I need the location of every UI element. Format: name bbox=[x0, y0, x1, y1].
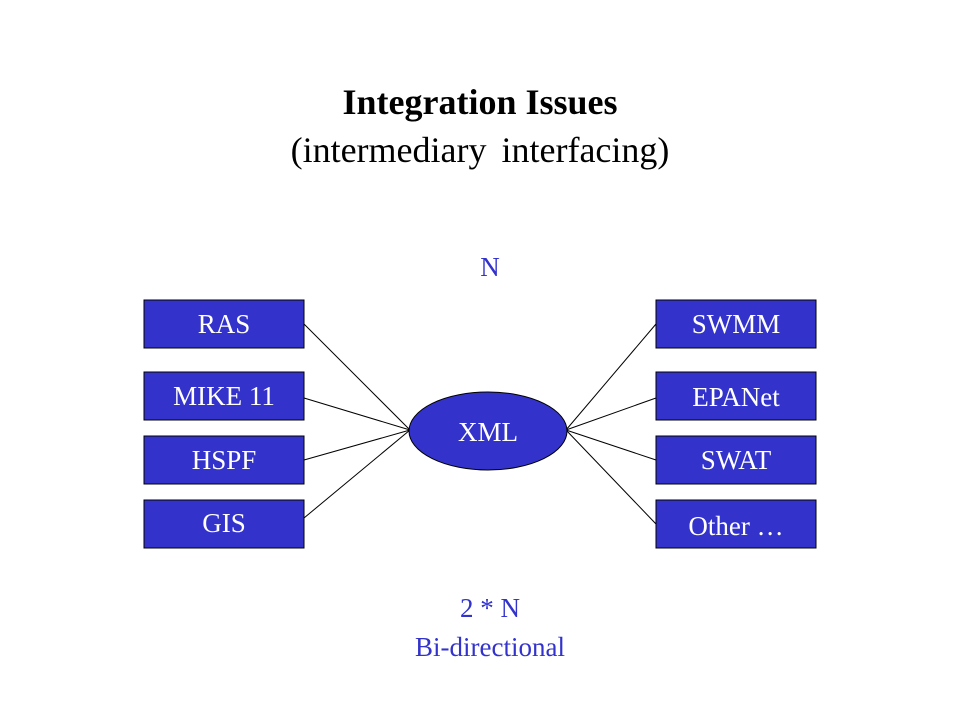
model-box-other: Other … bbox=[655, 499, 817, 549]
model-box-swat: SWAT bbox=[655, 435, 817, 485]
connector-gis-xml bbox=[303, 429, 411, 519]
model-label: SWMM bbox=[692, 309, 781, 339]
box-color bbox=[143, 371, 305, 421]
model-label: EPANet bbox=[692, 382, 780, 412]
connector-mike11-xml bbox=[303, 397, 411, 431]
box-color bbox=[655, 371, 817, 421]
connector-xml-swmm bbox=[565, 323, 657, 431]
connector-hspf-xml bbox=[303, 429, 411, 461]
model-box-ras: RAS bbox=[143, 299, 305, 349]
hub-shape bbox=[408, 391, 568, 471]
connector-xml-epanet bbox=[565, 397, 657, 431]
model-label: SWAT bbox=[701, 445, 772, 475]
model-box-swmm: SWMM bbox=[655, 299, 817, 349]
slide-title: Integration Issues bbox=[342, 82, 618, 122]
model-box-hspf: HSPF bbox=[143, 435, 305, 485]
box-color bbox=[143, 299, 305, 349]
hub-label: XML bbox=[458, 417, 518, 447]
model-label: RAS bbox=[198, 309, 251, 339]
box-color bbox=[143, 499, 305, 549]
connector-xml-other bbox=[565, 429, 657, 525]
slide-subtitle: (intermediary interfacing) bbox=[290, 130, 670, 170]
model-box-epanet: EPANet bbox=[655, 371, 817, 421]
connector-xml-swat bbox=[565, 429, 657, 461]
box-color bbox=[655, 435, 817, 485]
bottom-note-count: 2 * N bbox=[460, 593, 520, 623]
box-color bbox=[655, 499, 817, 549]
model-label: MIKE 11 bbox=[173, 381, 275, 411]
model-box-gis: GIS bbox=[143, 499, 305, 549]
model-label: Other … bbox=[688, 511, 783, 541]
model-box-mike11: MIKE 11 bbox=[143, 371, 305, 421]
model-label: HSPF bbox=[192, 445, 257, 475]
box-color bbox=[143, 435, 305, 485]
model-label: GIS bbox=[202, 508, 246, 538]
connector-ras-xml bbox=[303, 323, 411, 431]
top-note: N bbox=[480, 252, 500, 282]
bottom-note-direction: Bi-directional bbox=[415, 632, 565, 662]
box-color bbox=[655, 299, 817, 349]
xml-hub: XML bbox=[408, 391, 568, 471]
